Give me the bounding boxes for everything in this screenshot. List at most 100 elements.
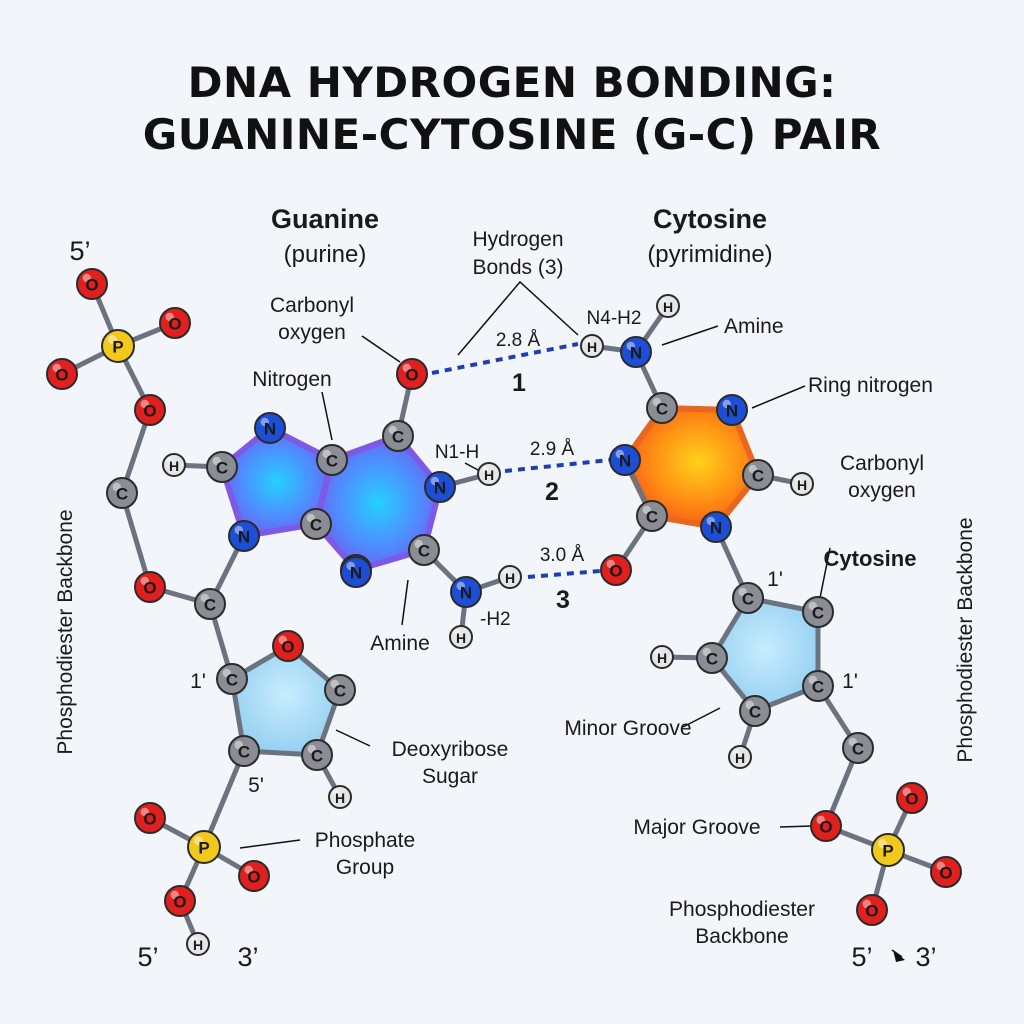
carbon-atom: C: [106, 477, 138, 509]
atom-symbol: C: [742, 590, 754, 609]
nitrogen-atom: N: [700, 511, 732, 543]
ring-nitrogen-label: Ring nitrogen: [808, 374, 933, 397]
atom-symbol: C: [812, 678, 824, 697]
hydrogen-bonds-label-line-1: Hydrogen: [472, 228, 563, 251]
carbon-atom: C: [216, 663, 248, 695]
cytosine-sugar-label: Cytosine: [824, 546, 917, 571]
oxygen-atom: O: [396, 358, 428, 390]
title-line-2: GUANINE-CYTOSINE (G-C) PAIR: [142, 110, 882, 159]
atom-symbol: N: [460, 584, 472, 603]
minor-groove-label: Minor Groove: [564, 717, 691, 740]
atom-symbol: O: [281, 638, 294, 657]
atom-symbol: H: [797, 477, 807, 493]
hydrogen-atom: H: [650, 645, 674, 669]
covalent-bond: [201, 748, 247, 850]
carbon-atom: C: [802, 670, 834, 702]
oxygen-atom: O: [134, 394, 166, 426]
atom-symbol: P: [198, 839, 209, 858]
carbon-atom: C: [732, 582, 764, 614]
carbon-atom: C: [382, 420, 414, 452]
hbond-3-distance: 3.0 Å: [540, 545, 585, 566]
atom-symbol: O: [55, 366, 68, 385]
phosphorus-atom: P: [101, 329, 135, 363]
carbon-atom: C: [636, 500, 668, 532]
oxygen-atom: O: [134, 802, 166, 834]
oxygen-atom: O: [856, 894, 888, 926]
five-prime-top-label: 5’: [69, 236, 90, 266]
hydrogen-atom: H: [162, 453, 186, 477]
atom-symbol: H: [587, 339, 597, 355]
hydrogen-bond-3: [527, 569, 601, 579]
hydrogen-bonds-label-line-2: Bonds (3): [472, 256, 563, 279]
oxygen-atom: O: [134, 571, 166, 603]
carbonyl-left-label-1: Carbonyl: [270, 294, 354, 317]
hydrogen-atom: H: [498, 565, 522, 589]
atom-symbol: N: [619, 452, 631, 471]
hydrogen-atom: H: [477, 462, 501, 486]
hbond-2-distance: 2.9 Å: [530, 439, 575, 460]
atom-symbol: O: [405, 366, 418, 385]
carbon-atom: C: [194, 588, 226, 620]
nitrogen-atom: N: [424, 471, 456, 503]
atom-symbol: O: [939, 864, 952, 883]
carbon-atom: C: [739, 695, 771, 727]
atom-symbol: C: [646, 508, 658, 527]
atom-symbol: C: [326, 452, 338, 471]
oxygen-atom: O: [164, 885, 196, 917]
hbond-1-distance: 2.8 Å: [496, 330, 541, 351]
hydrogen-atom: H: [580, 334, 604, 358]
atom-symbol: C: [752, 467, 764, 486]
atom-symbol: C: [334, 682, 346, 701]
hydrogen-atom: H: [186, 932, 210, 956]
carbonyl-right-label-1: Carbonyl: [840, 452, 924, 475]
atom-symbol: O: [143, 402, 156, 421]
hydrogen-atom: H: [328, 785, 352, 809]
carbon-atom: C: [408, 534, 440, 566]
atom-symbol: O: [143, 579, 156, 598]
title-line-1: DNA HYDROGEN BONDING:: [187, 58, 837, 107]
carbon-atom: C: [742, 459, 774, 491]
atom-symbol: N: [630, 344, 642, 363]
atom-symbol: O: [865, 902, 878, 921]
nitrogen-atom: N: [450, 576, 482, 608]
atom-symbol: H: [169, 458, 179, 474]
nitrogen-atom: N: [228, 520, 260, 552]
atom-symbol: N: [264, 420, 276, 439]
atom-symbol: C: [116, 485, 128, 504]
atom-symbol: H: [335, 790, 345, 806]
backbone-right-label-2: Backbone: [695, 925, 788, 948]
atom-symbol: C: [238, 743, 250, 762]
atom-symbol: H: [484, 467, 494, 483]
phosphorus-atom: P: [871, 833, 905, 867]
amine-right-label: Amine: [724, 315, 784, 338]
atom-symbol: H: [735, 750, 745, 766]
nitrogen-atom: N: [340, 556, 372, 588]
carbon-atom: C: [646, 392, 678, 424]
hydrogen-atom: H: [728, 745, 752, 769]
oxygen-atom: O: [930, 856, 962, 888]
five-prime-sugar-label: 5': [248, 774, 264, 797]
phosphate-label-1: Phosphate: [315, 829, 415, 852]
oxygen-atom: O: [76, 268, 108, 300]
oxygen-atom: O: [272, 630, 304, 662]
three-prime-right-label: 3’: [915, 942, 936, 972]
cytosine-subheading: (pyrimidine): [647, 241, 772, 268]
backbone-right-label-1: Phosphodiester: [669, 898, 815, 921]
carbonyl-left-label-2: oxygen: [278, 321, 346, 344]
covalent-bond: [119, 490, 153, 590]
atom-symbol: O: [819, 818, 832, 837]
atom-symbol: N: [726, 402, 738, 421]
phosphate-label-2: Group: [336, 856, 394, 879]
atom-symbol: O: [168, 315, 181, 334]
carbon-atom: C: [228, 735, 260, 767]
atom-symbol: O: [905, 790, 918, 809]
atom-symbol: O: [143, 810, 156, 829]
atom-symbol: C: [310, 516, 322, 535]
one-prime-right-label-a: 1': [767, 568, 783, 591]
atom-symbol: N: [710, 519, 722, 538]
n1h-label: N1-H: [435, 442, 479, 463]
oxygen-atom: O: [810, 810, 842, 842]
oxygen-atom: O: [46, 358, 78, 390]
atom-symbol: C: [812, 604, 824, 623]
hydrogen-bond-2: [504, 458, 611, 473]
